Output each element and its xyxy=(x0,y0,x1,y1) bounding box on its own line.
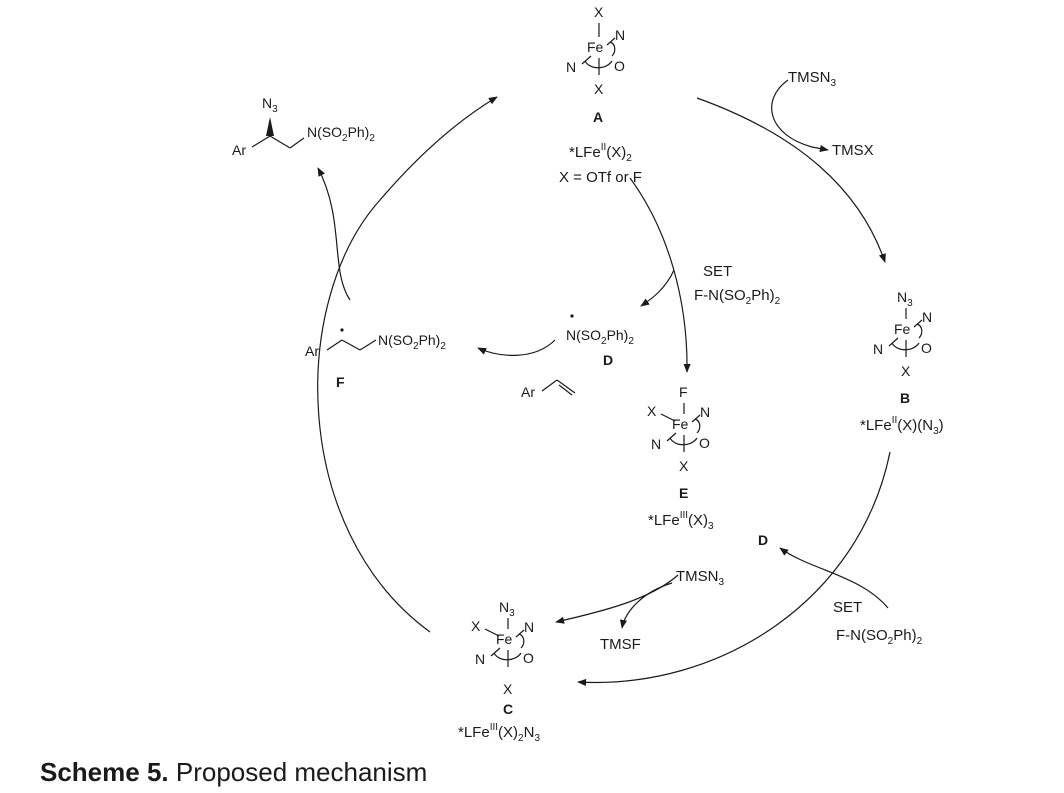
atom-x-left-c: X xyxy=(471,618,481,634)
atom-o-b: O xyxy=(921,340,932,356)
complex-a: X Fe N O N X A xyxy=(566,4,625,125)
reagent-tmsn3-bottom: TMSN3 xyxy=(676,568,725,588)
label-d: D xyxy=(603,352,613,368)
radical-f: Ar N(SO2Ph)2 F xyxy=(305,328,446,390)
formula-a: *LFeII(X)2 xyxy=(569,142,632,164)
atom-x-bottom: X xyxy=(594,81,604,97)
radical-d-group: N(SO2Ph)2 xyxy=(566,327,634,347)
formula-b: *LFeII(X)(N3) xyxy=(860,415,944,437)
product-ar: Ar xyxy=(232,142,246,158)
arrow-tmsf-out xyxy=(619,582,673,629)
product-n3: N3 xyxy=(262,95,278,115)
label-e: E xyxy=(679,485,688,501)
complex-b: N3 Fe N O N X B xyxy=(873,289,932,406)
formula-e: *LFeIII(X)3 xyxy=(648,510,714,532)
atom-n-left-c: N xyxy=(475,651,485,667)
atom-fe-b: Fe xyxy=(894,321,911,337)
reagent-set-right: SET xyxy=(833,599,862,616)
atom-fe-e: Fe xyxy=(672,416,689,432)
styrene: Ar xyxy=(521,379,576,400)
complex-e: F X Fe N O N X E xyxy=(647,384,710,501)
atom-n3-b: N3 xyxy=(897,289,913,309)
atom-n3-c: N3 xyxy=(499,599,515,619)
reagent-tmsn3-top: TMSN3 xyxy=(788,69,837,89)
atom-n-right-c: N xyxy=(524,619,534,635)
atom-n-right: N xyxy=(615,27,625,43)
atom-x-top: X xyxy=(594,4,604,20)
label-a: A xyxy=(593,109,603,125)
reagent-tmsx: TMSX xyxy=(832,142,874,159)
atom-n-left: N xyxy=(566,59,576,75)
atom-o-c: O xyxy=(523,650,534,666)
atom-fe-c: Fe xyxy=(496,631,513,647)
product-nfsi-group: N(SO2Ph)2 xyxy=(307,124,375,144)
arrow-c-to-a xyxy=(317,96,498,633)
reagent-nfsi-top: F-N(SO2Ph)2 xyxy=(694,287,781,307)
radical-f-group: N(SO2Ph)2 xyxy=(378,332,446,352)
reagent-nfsi-right: F-N(SO2Ph)2 xyxy=(836,627,923,647)
atom-fe: Fe xyxy=(587,39,604,55)
atom-o-e: O xyxy=(699,435,710,451)
scheme-caption: Scheme 5. Proposed mechanism xyxy=(40,757,427,788)
arrow-a-to-b xyxy=(696,97,886,263)
caption-text: Proposed mechanism xyxy=(175,757,428,787)
radical-d: N(SO2Ph)2 D xyxy=(566,314,634,368)
atom-x-b: X xyxy=(901,363,911,379)
atom-x-bottom-c: X xyxy=(503,681,513,697)
atom-n-left-e: N xyxy=(651,436,661,452)
arrow-tmsn3-in xyxy=(771,79,829,153)
caption-label: Scheme 5. xyxy=(40,757,169,787)
atom-x-bottom-e: X xyxy=(679,458,689,474)
styrene-ar: Ar xyxy=(521,384,535,400)
complex-c: N3 X Fe N O N X C xyxy=(471,599,534,717)
product-molecule: N3 Ar N(SO2Ph)2 xyxy=(232,95,375,158)
label-c: C xyxy=(503,701,513,717)
atom-o: O xyxy=(614,58,625,74)
formula-c: *LFeIII(X)2N3 xyxy=(458,722,540,744)
arrow-e-to-c xyxy=(555,574,679,624)
arrow-a-to-e xyxy=(629,177,691,373)
atom-n-right-e: N xyxy=(700,404,710,420)
atom-x-left-e: X xyxy=(647,403,657,419)
arrow-b-to-c xyxy=(577,451,891,687)
label-b: B xyxy=(900,390,910,406)
atom-n-left-b: N xyxy=(873,341,883,357)
radical-f-ar: Ar xyxy=(305,343,319,359)
arrow-f-to-product xyxy=(317,167,351,301)
arrow-d-to-f xyxy=(477,339,556,356)
reagent-set-top: SET xyxy=(703,263,732,280)
atom-f-e: F xyxy=(679,384,688,400)
arrow-set-to-d xyxy=(779,547,889,609)
reagent-d-label: D xyxy=(758,532,768,548)
note-x-definition: X = OTf or F xyxy=(559,169,642,186)
arrow-set-to-dradical xyxy=(640,269,675,307)
atom-n-right-b: N xyxy=(922,309,932,325)
reagent-tmsf: TMSF xyxy=(600,636,641,653)
label-f: F xyxy=(336,374,345,390)
